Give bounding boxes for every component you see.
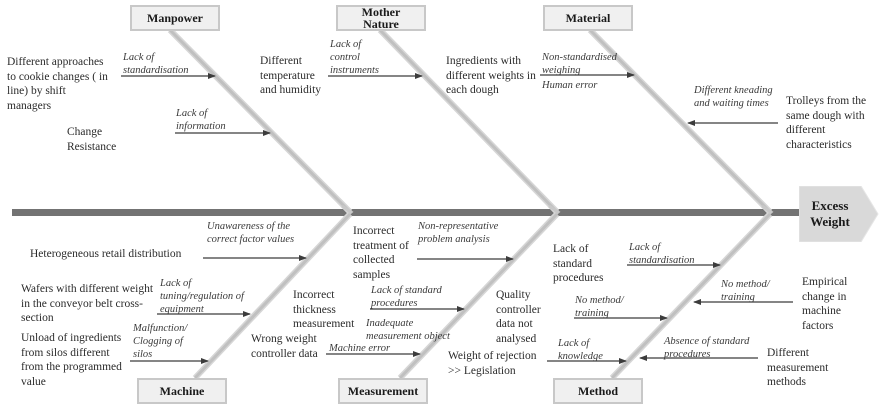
sub-cause-text: No method/ training [575,295,624,319]
bone-material [587,27,774,220]
sub-cause-text: Lack of control instruments [330,39,380,76]
cause-text: Different measurement methods [767,347,829,388]
cause-text: Different approaches to cookie changes (… [7,56,108,112]
cause-text: Heterogeneous retail distribution [30,248,182,260]
bone-measurement [397,211,560,381]
effect-head: Excess Weight [799,186,879,242]
sub-cause-text: Non-standardised weighing [542,52,617,76]
category-machine: Machine [137,378,227,404]
bone-machine [192,211,353,381]
sub-cause-text: Different kneading and waiting times [694,85,773,109]
bone-method [609,211,773,381]
sub-cause-text: Lack of information [176,108,226,132]
cause-text: Empirical change in machine factors [802,276,848,332]
cause-text: Weight of rejection >> Legislation [448,350,537,377]
sub-cause-text: Lack of knowledge [558,338,603,362]
cause-text: Lack of standard procedures [553,243,604,284]
sub-cause-text: Inadequate measurement object [366,318,450,342]
cause-text: Wafers with different weight in the conv… [21,283,154,324]
sub-cause-text: Machine error [329,343,391,354]
cause-text: Quality controller data not analysed [496,289,541,345]
sub-cause-text: Lack of standardisation [629,242,695,266]
sub-cause-text: Absence of standard procedures [664,336,750,360]
sub-cause-text: Human error [542,80,598,91]
cause-text: Incorrect thickness measurement [293,289,355,330]
cause-text: Change Resistance [67,126,117,153]
category-measurement: Measurement [338,378,428,404]
sub-cause-text: Unawareness of the correct factor values [207,221,295,245]
sub-cause-text: Lack of standard procedures [371,285,442,309]
cause-text: Incorrect treatment of collected samples [353,225,409,281]
cause-text: Ingredients with different weights in ea… [446,55,536,96]
sub-cause-text: Lack of standardisation [123,52,189,76]
category-material: Material [543,5,633,31]
cause-text: Wrong weight controller data [251,333,318,360]
effect-shape [799,186,879,242]
sub-cause-text: Non-representative problem analysis [418,221,499,245]
spine [12,209,802,216]
category-manpower: Manpower [130,5,220,31]
effect-label: Excess Weight [810,198,850,229]
category-mother-nature: Mother Nature [336,5,426,31]
cause-text: Trolleys from the same dough with differ… [786,95,867,151]
cause-text: Different temperature and humidity [260,55,322,96]
sub-cause-text: Malfunction/ Clogging of silos [133,323,188,360]
category-method: Method [553,378,643,404]
sub-cause-text: Lack of tuning/regulation of equipment [160,278,244,315]
sub-cause-text: No method/ training [721,279,770,303]
cause-text: Unload of ingredients from silos differe… [21,332,122,388]
